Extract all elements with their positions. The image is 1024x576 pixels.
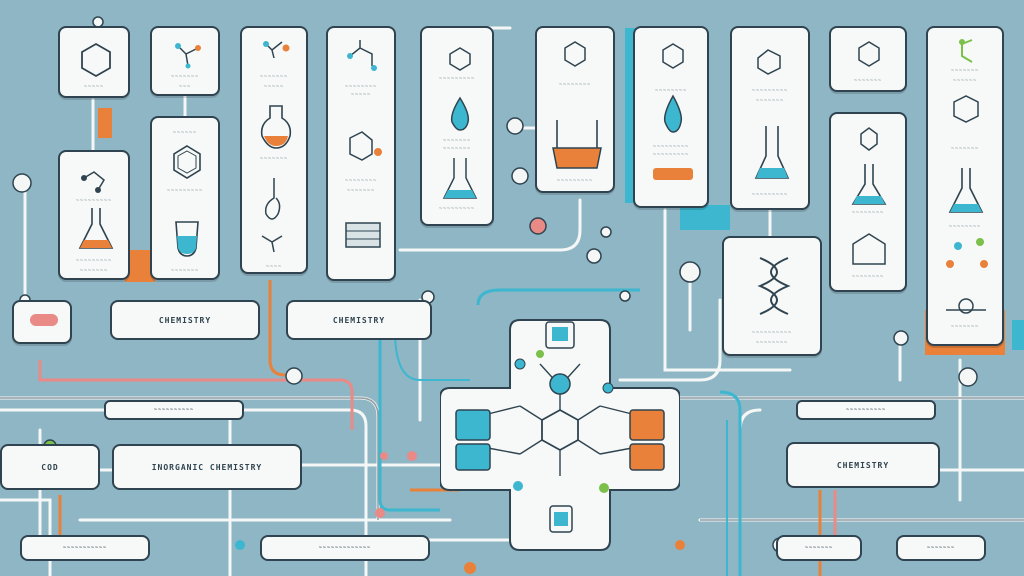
card-caption: ~~~~~~~~ (851, 274, 885, 280)
card-caption: ~~~~~~~~~ (166, 188, 204, 194)
card-caption: ~~~~~~~ (442, 138, 472, 144)
card-caption: ~~~~~~~ (259, 74, 289, 80)
card-caption: ~~~~~ (83, 84, 105, 90)
label-strip-bottom-mid: ~~~~~~~~~~~~~ (260, 535, 430, 561)
card-caption: ~~~~~~~~~ (556, 178, 594, 184)
card-caption: ~~~~~~~ (259, 156, 289, 162)
molecule-icon (858, 41, 880, 67)
card-erlenmeyer-cyan-2[interactable]: ~~~~~~~~ ~~~~~~~~ (829, 112, 907, 292)
card-molecule-column[interactable]: ~~~~~~~~ ~~~~~ ~~~~~~~~ ~~~~~~~ (326, 26, 396, 281)
cyan-accent-block (680, 205, 730, 230)
card-droplet-column-2[interactable]: ~~~~~~~~ ~~~~~~~~~ ~~~~~~~~~ (633, 26, 709, 208)
molecule-icon (175, 43, 201, 69)
card-caption: ~~~~~~~ (950, 324, 980, 330)
molecule-green-icon (946, 39, 988, 314)
round-flask-orange-icon (260, 41, 292, 253)
card-caption: ~~~~~~~~~ (751, 88, 789, 94)
card-caption: ~~~~~~~~~ (751, 192, 789, 198)
erlenmeyer-cyan-icon (851, 127, 887, 265)
tag-icon (30, 314, 58, 326)
orange-accent-block (98, 108, 112, 138)
droplet-icon (653, 43, 693, 180)
label-strip-bottom-far-right: ~~~~~~~ (896, 535, 986, 561)
card-caption: ~~~~~~~~ (851, 210, 885, 216)
card-erlenmeyer-cyan[interactable]: ~~~~~~~~~ ~~~~~~~ ~~~~~~~~~ (730, 26, 810, 210)
card-caption: ~~~~~~~~ (344, 178, 378, 184)
card-caption: ~~~~~~~~ (558, 82, 592, 88)
label-strip: ~~~~~~~~~~ (104, 400, 244, 420)
card-small-pink[interactable] (12, 300, 72, 344)
hub-inorganic-chemistry[interactable]: INORGANIC CHEMISTRY (112, 444, 302, 490)
card-caption: ~~~ (178, 84, 192, 90)
card-green-column[interactable]: ~~~~~~~ ~~~~~~ ~~~~~~~ ~~~~~~~~ ~~~~~~~ (926, 26, 1004, 346)
card-caption: ~~~~~~~~~~ (751, 330, 793, 336)
card-beaker-column[interactable]: ~~~~~~~~ ~~~~~~~~~ (535, 26, 615, 193)
cyan-accent-block (1012, 320, 1024, 350)
card-caption: ~~~~~~~~~ (438, 76, 476, 82)
hub-chemistry-left[interactable]: CHEMISTRY (110, 300, 260, 340)
card-caption: ~~~~~~~~~ (652, 144, 690, 150)
hub-cod[interactable]: COD (0, 444, 100, 490)
label-strip-bottom-left: ~~~~~~~~~~~ (20, 535, 150, 561)
card-caption: ~~~~~~~ (79, 268, 109, 274)
card-caption: ~~~~ (265, 264, 283, 270)
card-caption: ~~~~~~~ (442, 146, 472, 152)
card-flask-column[interactable]: ~~~~~~~ ~~~~~ ~~~~~~~ ~~~~ (240, 26, 308, 274)
hub-chemistry-right[interactable]: CHEMISTRY (786, 442, 940, 488)
central-hub-graphic (439, 319, 681, 551)
card-caption: ~~~~~~~ (170, 268, 200, 274)
beaker-orange-icon (552, 41, 602, 169)
card-caption: ~~~~~~ (172, 130, 198, 136)
hexagon-molecule-icon (81, 42, 111, 78)
card-benzene[interactable]: ~~~~~~ ~~~~~~~~~ ~~~~~~~ (150, 116, 220, 280)
card-caption: ~~~~~~~~~ (438, 206, 476, 212)
central-molecule-hub[interactable] (439, 310, 681, 560)
card-caption: ~~~~~~~~ (344, 84, 378, 90)
card-caption: ~~~~~~~~~ (75, 198, 113, 204)
card-caption: ~~~~~~~ (950, 146, 980, 152)
label-strip-bottom-right: ~~~~~~~ (776, 535, 862, 561)
card-caption: ~~~~~~~ (755, 98, 785, 104)
card-caption: ~~~~~~~~ (948, 224, 982, 230)
erlenmeyer-cyan-icon (754, 49, 790, 179)
card-caption: ~~~~~~ (952, 78, 978, 84)
card-erlenmeyer-orange[interactable]: ~~~~~~~~~ ~~~~~~~~~ ~~~~~~~ (58, 150, 130, 280)
card-caption: ~~~~~~~ (853, 78, 883, 84)
card-molecule-top[interactable]: ~~~~~~~ (829, 26, 907, 92)
droplet-icon (442, 47, 478, 199)
card-caption: ~~~~~ (350, 92, 372, 98)
card-caption: ~~~~~~~~~ (75, 258, 113, 264)
erlenmeyer-orange-icon (78, 171, 114, 249)
card-caption: ~~~~~~~~~ (652, 152, 690, 158)
card-caption: ~~~~~~~ (170, 74, 200, 80)
card-cyclohexane[interactable]: ~~~~~ (58, 26, 130, 98)
molecule-icon (345, 40, 382, 248)
benzene-icon (173, 145, 201, 257)
label-strip-right: ~~~~~~~~~~ (796, 400, 936, 420)
card-caption: ~~~~~~~ (950, 68, 980, 74)
card-caption: ~~~~~~~~ (654, 88, 688, 94)
card-caption: ~~~~~ (263, 84, 285, 90)
card-droplet-column[interactable]: ~~~~~~~~~ ~~~~~~~ ~~~~~~~ ~~~~~~~~~ (420, 26, 494, 226)
card-dna[interactable]: ~~~~~~~~~~ ~~~~~~~~ (722, 236, 822, 356)
card-small-molecule[interactable]: ~~~~~~~ ~~~ (150, 26, 220, 96)
hub-chemistry-mid[interactable]: CHEMISTRY (286, 300, 432, 340)
dna-helix-icon (757, 257, 791, 315)
card-caption: ~~~~~~~ (346, 188, 376, 194)
card-caption: ~~~~~~~~ (755, 340, 789, 346)
